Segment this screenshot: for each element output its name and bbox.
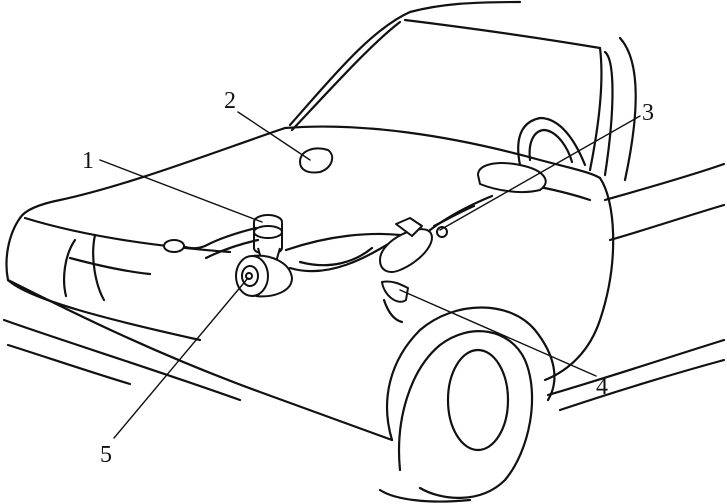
leader-5 xyxy=(114,278,248,438)
leader-2 xyxy=(238,112,310,160)
bumper-upper xyxy=(8,280,392,440)
side-mirror-inner xyxy=(530,130,572,162)
wheel-rim xyxy=(448,350,508,450)
hood-rear-edge xyxy=(285,127,600,178)
filler-cap xyxy=(164,240,184,252)
car-body xyxy=(4,2,724,502)
callout-labels: 1 2 3 4 5 xyxy=(82,88,654,468)
washer-hose-loop xyxy=(300,248,372,265)
washer-components xyxy=(164,149,546,323)
windshield-top xyxy=(405,20,600,48)
windshield-right-edge xyxy=(590,48,602,170)
washer-nozzle-left xyxy=(300,149,332,173)
callout-2: 2 xyxy=(224,88,236,114)
a-pillar xyxy=(620,38,636,180)
callout-4: 4 xyxy=(596,374,608,400)
callout-1: 1 xyxy=(82,148,94,174)
leader-1 xyxy=(100,160,262,222)
windshield-left-edge xyxy=(292,22,400,130)
callout-3: 3 xyxy=(642,100,654,126)
bumper-lower xyxy=(4,320,240,400)
washer-pump xyxy=(236,256,292,297)
filler-pipe xyxy=(178,228,256,248)
pillar-inner xyxy=(605,52,613,175)
leader-lines xyxy=(100,112,640,438)
hood-top-contour xyxy=(20,128,285,218)
washer-nozzle-right xyxy=(478,163,546,192)
headlight-line xyxy=(70,258,150,274)
callout-5: 5 xyxy=(100,442,112,468)
front-grille-line xyxy=(64,240,75,296)
leader-3 xyxy=(440,116,640,230)
tyre-outer xyxy=(399,331,532,498)
door-line-upper xyxy=(605,164,724,200)
fender-edge xyxy=(545,178,613,380)
bumper-bottom xyxy=(8,345,130,384)
side-mirror xyxy=(518,118,585,165)
front-panel-line xyxy=(93,235,104,300)
wiper-link xyxy=(434,206,474,226)
door-line-lower xyxy=(610,205,724,240)
